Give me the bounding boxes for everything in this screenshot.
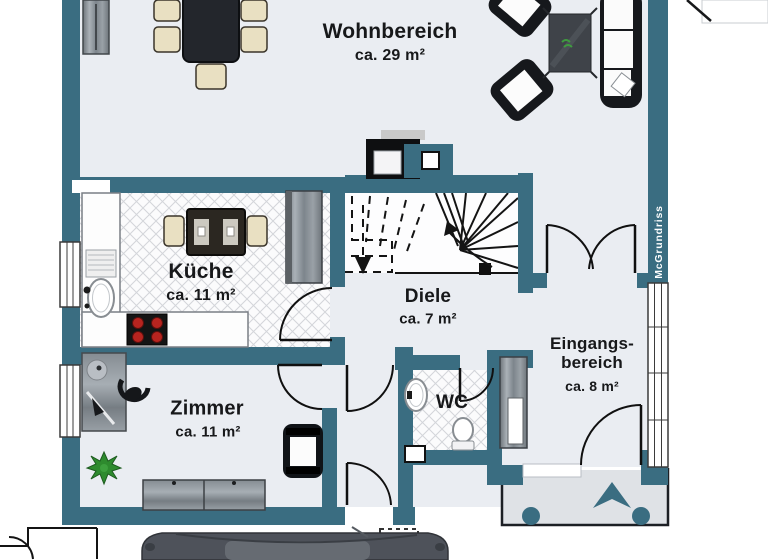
door-zimmer [277,363,323,410]
window-zimmer-left [59,364,81,438]
wall-diele-east [518,173,533,293]
wall-kueche-top [62,177,345,193]
tv-sideboard-icon [366,130,453,179]
plant-icon [85,450,123,486]
stair-treads-dashed [351,195,425,255]
wall-left-mid2 [62,307,80,349]
label-zimmer: Zimmer [170,397,244,420]
furniture-wohnbereich [82,0,642,179]
sofa-icon [600,0,642,108]
door-corridor-exterior [345,461,392,506]
wall-doubledoor-left-stub [533,273,547,288]
tall-cabinet-icon [285,190,323,284]
furniture-wc [404,378,475,451]
wall-pillar [398,465,413,525]
door-entrance-main [580,404,643,466]
shaft [404,445,426,463]
entrance-arrow-icon [593,482,631,508]
label-zimmer-area: ca. 11 m² [175,423,241,441]
label-eingang-area: ca. 8 m² [565,378,619,394]
entrance-porch [500,468,670,527]
wall-entrance-bottom-left [487,465,523,485]
floor-wc-tiles [413,370,487,450]
wall-right-outer [648,0,668,283]
wall-left-mid1 [62,193,80,242]
label-kueche-area: ca. 11 m² [166,287,236,304]
wardrobe-icon [499,356,528,449]
furniture-zimmer [81,352,323,511]
pillow-icon [610,72,636,98]
wall-left-lower [62,437,80,525]
stove-icon [126,313,168,346]
wall-kueche-bottom [62,347,345,365]
kitchen-sink-icon [83,249,117,318]
stair-up-arrow [449,232,493,268]
doors [277,224,643,506]
plant-on-table-icon [561,39,573,48]
wall-corridor-west [322,408,337,509]
label-eingang-line1: Eingangs- [550,334,634,353]
corner-artifact [686,0,768,24]
furniture-kueche [81,190,323,348]
dining-table-icon [153,0,268,90]
porch-column-right [632,507,650,525]
exterior-door-arc [8,535,34,560]
walls [62,0,668,525]
stair-treads-solid [459,192,519,269]
porch-outline [500,468,670,527]
label-kueche: Küche [168,260,234,283]
stair-lower-flight-dashed [337,239,393,273]
stair-up-arrowhead-icon [444,221,459,236]
windows [59,241,669,478]
desk-icon [81,352,127,432]
door-kueche [279,287,333,342]
stair-post [479,263,491,275]
label-wohnbereich-area: ca. 29 m² [354,47,426,64]
floor-eingangsbereich [533,277,648,467]
wall-left-upper [62,0,80,177]
stair-down-arrowhead-icon [355,257,371,274]
window-kueche-left [59,241,81,308]
coffee-table-icon [542,7,598,79]
exterior-steps [0,527,98,559]
label-wc: WC [435,392,469,413]
wall-bottom [62,507,345,525]
double-door-wohnbereich [545,224,637,273]
window-eingang-right [647,282,669,468]
label-diele-area: ca. 7 m² [399,310,457,328]
stair-floor [345,193,518,273]
wall-wc-top [398,355,460,370]
wall-stair-top [345,175,533,193]
wc-sink-icon [404,378,428,412]
door-corridor-diele [345,364,394,412]
kitchen-table-icon [163,208,268,256]
faucet-icon [83,286,91,294]
wall-niche [72,180,110,193]
watermark-text: McGrundriss [653,205,665,279]
cabinet-icon [82,0,110,55]
label-diele: Diele [404,286,452,307]
armchair-icon [490,59,554,121]
staircase [337,192,519,275]
wc-faucet-icon [407,391,412,399]
wall-kueche-right-upper [330,177,345,287]
entrance-step [522,463,582,478]
porch-column-left [522,507,540,525]
label-wohnbereich: Wohnbereich [322,20,458,43]
armchair-icon [488,0,552,37]
desk-chair-icon [117,378,151,402]
sideboard-icon [142,479,266,511]
car-icon [141,526,449,560]
armchair-icon [283,424,323,478]
label-eingang-line2: bereich [561,353,623,372]
furniture-eingang [499,356,528,449]
toilet-icon [451,417,475,451]
door-wc [458,367,494,402]
desk-lamp-icon [86,359,108,381]
